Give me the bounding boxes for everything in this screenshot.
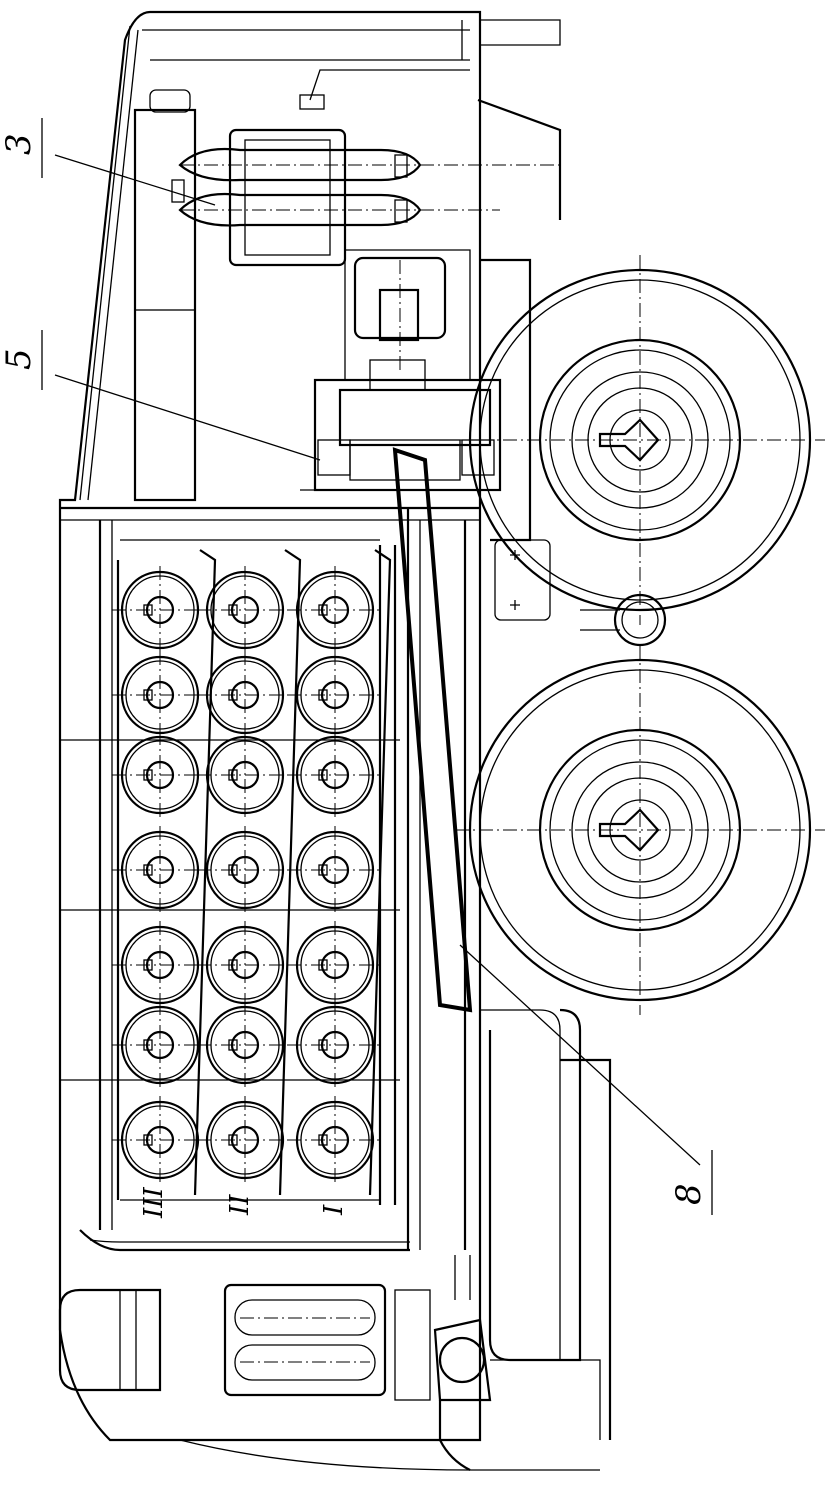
callout-3-label: 3 [0, 133, 39, 155]
reel-drum [287, 1096, 383, 1184]
reel-drum [112, 1096, 208, 1184]
upper-equipment-bay [133, 69, 560, 502]
reel-drum [197, 1001, 293, 1089]
reel-drum [112, 921, 208, 1009]
wheel [455, 645, 825, 1015]
row-label-I: I [319, 1204, 349, 1216]
reel-drum [112, 826, 208, 914]
wheel [455, 255, 825, 625]
reel-drum [112, 651, 208, 739]
reel-drum [197, 826, 293, 914]
reel-drum [287, 921, 383, 1009]
reel-drum [197, 921, 293, 1009]
rear-valve-unit [58, 1255, 601, 1471]
callout-leaders [41, 118, 713, 1215]
callout-5-label: 5 [0, 348, 39, 370]
reel-drum [112, 566, 208, 654]
reel-drum [287, 651, 383, 739]
reel-drum [197, 651, 293, 739]
callout-8-label: 8 [669, 1183, 709, 1205]
chassis-and-wheels [480, 258, 667, 1440]
reel-drum [112, 731, 208, 819]
reel-drum [287, 566, 383, 654]
reel-drum [197, 731, 293, 819]
reel-drum [287, 1001, 383, 1089]
reel-drum [112, 1001, 208, 1089]
wheels-group [455, 255, 825, 1015]
reel-drum [287, 826, 383, 914]
row-label-II: II [225, 1194, 255, 1216]
drive-unit [300, 359, 502, 1013]
reel-rack [60, 508, 467, 1250]
reel-drum [197, 1096, 293, 1184]
row-label-III: III [139, 1186, 169, 1219]
reels-group [112, 566, 383, 1184]
reel-drum [287, 731, 383, 819]
reel-drum [197, 566, 293, 654]
